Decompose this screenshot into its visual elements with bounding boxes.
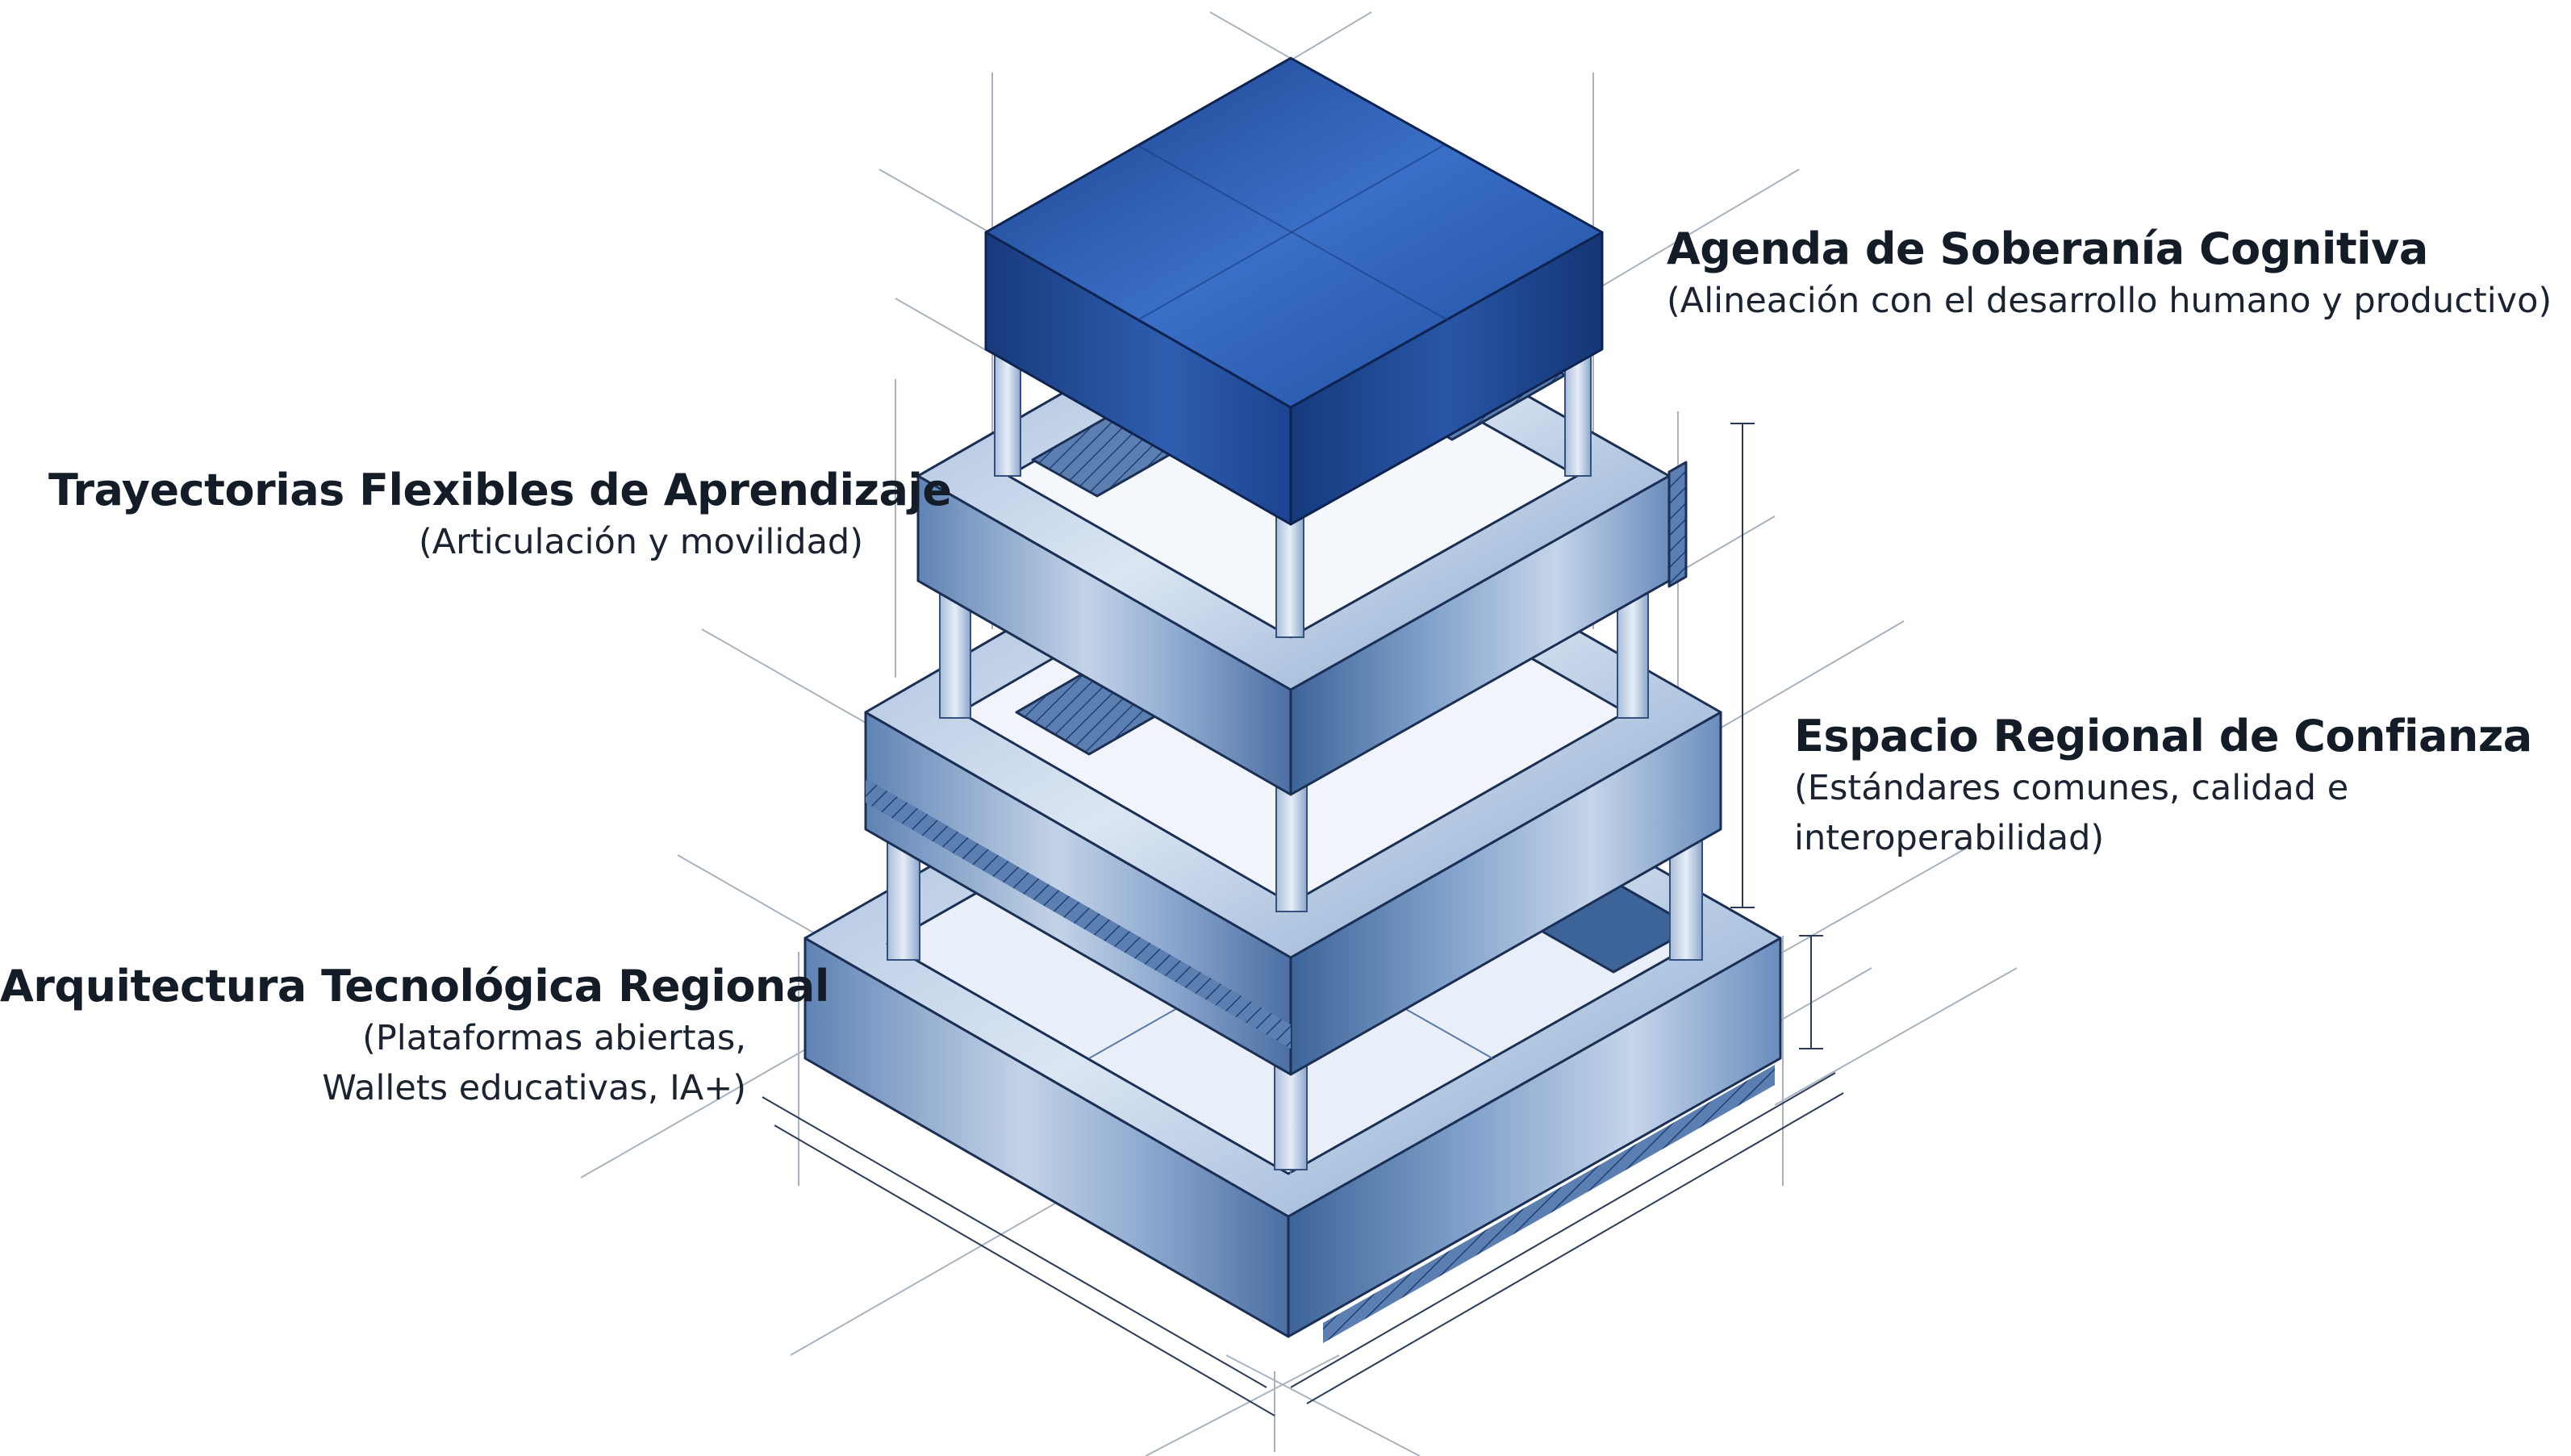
layer-title: Agenda de Soberanía Cognitiva xyxy=(1667,223,2428,274)
pillars-upper xyxy=(994,354,1592,638)
layer-subtitle: (Estándares comunes, calidad e interoper… xyxy=(1794,768,2349,858)
pillars-middle xyxy=(939,580,1649,912)
layer-subtitle-line-2: Wallets educativas, IA+) xyxy=(322,1068,746,1108)
layer-label-trayectorias: Trayectorias Flexibles de Aprendizaje (A… xyxy=(48,464,952,567)
layer-label-agenda: Agenda de Soberanía Cognitiva (Alineació… xyxy=(1667,223,2552,326)
dimension-lines xyxy=(762,423,1844,1416)
layer-label-espacio: Espacio Regional de Confianza (Estándare… xyxy=(1794,710,2532,863)
layer-title: Espacio Regional de Confianza xyxy=(1794,711,2532,761)
layer-subtitle-line-1: (Plataformas abiertas, xyxy=(362,1018,746,1058)
layer-subtitle: (Alineación con el desarrollo humano y p… xyxy=(1667,281,2552,321)
layer-title: Arquitectura Tecnológica Regional xyxy=(0,961,829,1012)
layer-label-arquitectura: Arquitectura Tecnológica Regional (Plata… xyxy=(0,960,829,1113)
layer-subtitle: (Articulación y movilidad) xyxy=(418,522,863,562)
tier-top-cap xyxy=(984,56,1604,526)
layer-title: Trayectorias Flexibles de Aprendizaje xyxy=(48,465,952,515)
